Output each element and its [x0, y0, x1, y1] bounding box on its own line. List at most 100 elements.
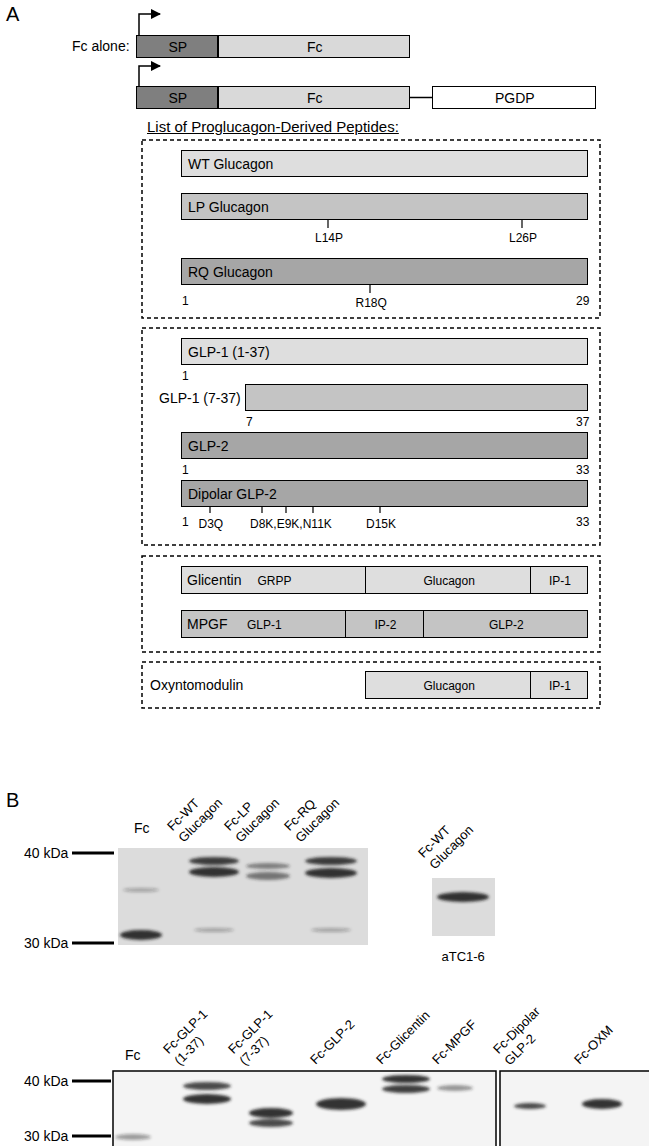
blot-band: [305, 868, 357, 878]
lane-label: Fc-GLP-1 (7-37): [225, 999, 294, 1068]
node-text: Fc: [307, 90, 323, 107]
blot-band: [437, 892, 489, 902]
node-text: 1: [182, 294, 189, 308]
node-text: IP-1: [549, 679, 571, 693]
node-text: D8K,E9K,N11K: [250, 517, 332, 531]
peptide-bar: GLP-1 (7-37)737: [245, 384, 588, 411]
node-text: IP-1: [549, 574, 571, 588]
lane-label: Fc: [134, 820, 150, 837]
node-text: 1: [182, 463, 189, 477]
western-blot: [118, 848, 368, 945]
segment-box: Glucagon: [365, 671, 531, 699]
blot-band: [246, 872, 290, 880]
node-text: 37: [576, 415, 589, 429]
node-text: Glicentin: [187, 572, 241, 589]
node-text: D15K: [366, 517, 396, 531]
node-text: GLP-1 (7-37): [159, 390, 241, 407]
node-text: GLP-2: [188, 438, 228, 455]
node-text: Dipolar GLP-2: [188, 486, 277, 503]
blot-band: [189, 867, 239, 877]
western-blot: [500, 1071, 649, 1146]
node-text: MPGF: [187, 616, 227, 633]
precursor-bar: MPGFGLP-1IP-2GLP-2: [181, 610, 588, 638]
lane-label: Fc-LP Glucagon: [221, 772, 294, 845]
panel-letter: A: [6, 2, 19, 26]
node-text: Glucagon: [424, 679, 475, 693]
lane-label: Fc-OXM: [571, 1022, 616, 1067]
dashed-group: [142, 556, 600, 652]
node-text: SP: [169, 90, 188, 107]
node-text: PGDP: [495, 90, 535, 107]
western-blot: [432, 878, 495, 936]
signal-peptide-box: SP: [136, 35, 218, 58]
blot-band: [183, 1094, 231, 1104]
fc-box: Fc: [218, 86, 410, 109]
size-marker: 30 kDa: [24, 1128, 68, 1145]
node-text: Glucagon: [424, 574, 475, 588]
cell-line-label: aTC1-6: [442, 949, 485, 965]
peptide-bar: Dipolar GLP-21D3QD8K,E9K,N11KD15K33: [181, 480, 588, 507]
blot-band: [249, 1108, 293, 1118]
lane-label: Fc-WT Glucagon: [164, 772, 237, 845]
node-text: Oxyntomodulin: [150, 677, 243, 694]
precursor-bar: GlicentinGRPPGlucagonIP-1: [181, 566, 588, 594]
lane-label: Fc: [125, 1047, 141, 1064]
lane-label: Fc-GLP-1 (1-37): [160, 999, 229, 1068]
segment-box: GLP-2: [423, 610, 588, 638]
blot-band: [120, 930, 162, 940]
blot-band: [382, 1085, 430, 1093]
peptide-bar: GLP-1 (1-37)1: [181, 338, 588, 365]
blot-band: [189, 857, 239, 865]
node-text: 7: [246, 415, 253, 429]
node-text: RQ Glucagon: [188, 264, 273, 281]
node-text: WT Glucagon: [188, 156, 273, 173]
dashed-group: [142, 662, 600, 708]
promoter-arrow: [139, 14, 160, 35]
node-text: 1: [182, 369, 189, 383]
node-text: GLP-1 (1-37): [188, 344, 270, 361]
lane-label: Fc-RQ Glucagon: [281, 772, 354, 845]
blot-band: [183, 1082, 231, 1090]
node-text: L26P: [509, 231, 537, 245]
marker-tick: [72, 1081, 111, 1136]
list-heading: List of Proglucagon-Derived Peptides:: [147, 118, 399, 136]
blot-band: [194, 928, 234, 932]
blot-band: [316, 1098, 366, 1110]
node-text: GLP-2: [489, 618, 524, 632]
peptide-bar: LP GlucagonL14PL26P: [181, 193, 588, 220]
segment-box: IP-2: [345, 610, 424, 638]
node-text: LP Glucagon: [188, 199, 269, 216]
blot-band: [249, 1119, 293, 1127]
peptide-bar: GLP-2133: [181, 432, 588, 459]
blot-band: [115, 1134, 151, 1140]
peptide-bar: RQ Glucagon1R18Q29: [181, 258, 588, 285]
blot-band: [437, 1085, 473, 1091]
node-text: D3Q: [199, 517, 224, 531]
node-text: R18Q: [356, 296, 387, 310]
blot-band: [246, 863, 290, 869]
dashed-group: [142, 140, 600, 318]
western-blot: [113, 1071, 496, 1146]
node-text: 33: [576, 463, 589, 477]
signal-peptide-box: SP: [136, 86, 218, 109]
node-text: SP: [169, 39, 188, 56]
precursor-bar: OxyntomodulinGlucagonIP-1: [365, 671, 588, 699]
panel-letter: B: [6, 788, 19, 812]
blot-band: [582, 1099, 622, 1109]
lane-label: Fc-GLP-2: [307, 1017, 358, 1068]
size-marker: 40 kDa: [24, 845, 68, 862]
node-text: 29: [576, 294, 589, 308]
peptide-bar: WT Glucagon: [181, 150, 588, 177]
node-text: 1: [182, 515, 189, 529]
size-marker: 40 kDa: [24, 1073, 68, 1090]
blot-band: [311, 928, 351, 932]
linker-line: [410, 97, 432, 99]
construct-label: Fc alone:: [72, 38, 130, 55]
blot-band: [514, 1103, 546, 1109]
lane-label: Fc-WT Glucagon: [415, 799, 488, 872]
lane-label: Fc-Glicentin: [373, 1008, 433, 1068]
blot-band: [123, 888, 159, 892]
node-text: Fc: [307, 39, 323, 56]
node-text: IP-2: [375, 618, 397, 632]
